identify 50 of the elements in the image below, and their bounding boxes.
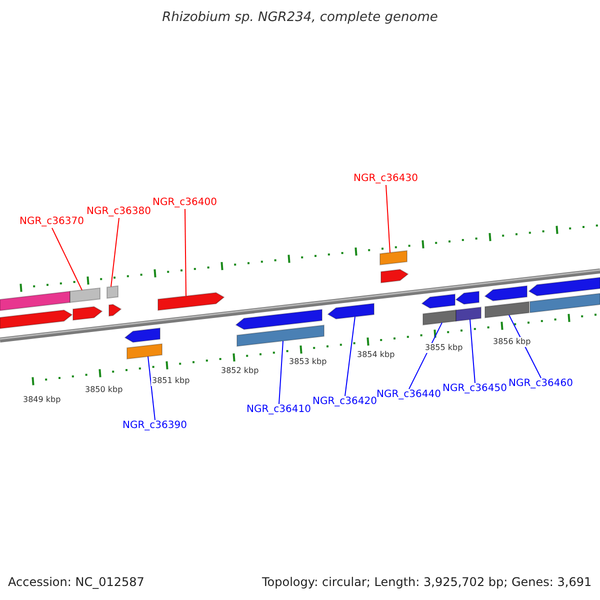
leader-line [110,218,120,288]
gene-block [72,306,103,321]
gene-name: NGR_c36370 [20,216,84,228]
gene-bar [70,287,100,303]
gene-bar [456,306,482,322]
gene-bar [484,301,530,318]
gene-block [327,302,374,320]
gene-bar [422,310,456,326]
gene-name: NGR_c36430 [354,173,418,185]
gene-name: NGR_c36420 [312,396,377,408]
scale-label: 3850 kbp [84,385,124,395]
gene-name: NGR_c36460 [508,378,573,390]
gene-block [455,290,480,305]
gene-name: NGR_c36450 [442,383,507,395]
leader-line [344,316,356,396]
scale-label: 3853 kbp [288,357,328,367]
gene-block [421,294,456,309]
scale-label: 3849 kbp [22,395,62,405]
gene-block [484,285,528,302]
scale-label: 3855 kbp [424,343,464,353]
gene-bar [0,290,70,312]
leader-line [386,184,390,254]
gene-bar [126,343,162,360]
scale-label: 3856 kbp [492,337,532,347]
gene-name: NGR_c36380 [86,206,151,218]
scale-label: 3854 kbp [356,350,396,360]
gene-name: NGR_c36400 [152,197,217,209]
leader-line [148,356,156,420]
gene-block [158,292,225,311]
leader-line [278,340,284,404]
gene-block [124,328,160,343]
leader-line [408,322,442,390]
gene-bar [530,292,600,314]
gene-name: NGR_c36440 [376,389,441,401]
gene-block [235,308,322,330]
footer-text: Accession: NC_012587 [8,575,144,590]
leader-line [470,318,476,384]
title: Rhizobium sp. NGR234, complete genome [161,10,439,26]
leader-line [184,208,186,297]
gene-block [380,268,409,284]
scale-label: 3852 kbp [220,366,260,376]
gene-bar [380,250,408,266]
gene-bar [236,324,324,347]
footer-text: Topology: circular; Length: 3,925,702 bp; Genes: 3,691 [262,575,592,590]
scale-label: 3851 kbp [151,376,191,386]
gene-name: NGR_c36410 [246,404,311,416]
gene-name: NGR_c36390 [122,420,187,432]
gene-block [108,304,122,317]
leader-line [52,228,82,291]
gene-bar [106,285,118,299]
